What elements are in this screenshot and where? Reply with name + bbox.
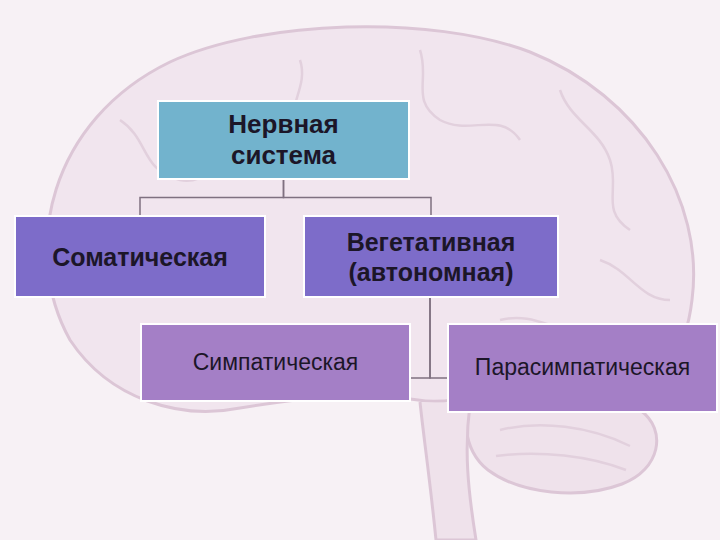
brainstem-outline [420,402,476,540]
tree-connector [411,298,430,378]
leaf-box: Симпатическая [140,323,411,402]
branch-box: Вегетативная (автономная) [303,215,559,298]
node-label: Симпатическая [193,349,358,377]
leaf-box: Парасимпатическая [447,323,718,413]
node-label: Парасимпатическая [475,354,690,382]
tree-connector [284,180,432,215]
node-label: Нервная система [199,109,369,171]
tree-connector [430,298,447,378]
tree-connector [140,180,284,215]
node-label: Вегетативная (автономная) [313,227,549,287]
root-box: Нервная система [157,100,410,180]
node-label: Соматическая [52,242,228,272]
branch-box: Соматическая [14,215,266,298]
